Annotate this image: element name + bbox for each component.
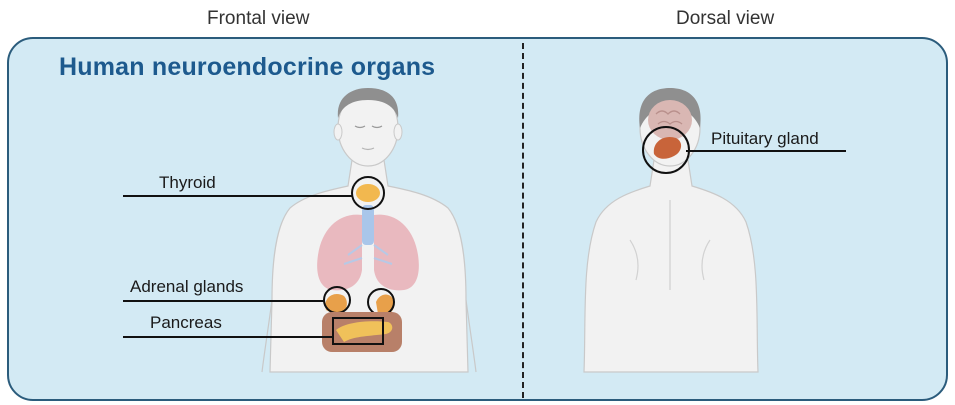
pancreas-label: Pancreas (150, 313, 222, 333)
thyroid-label: Thyroid (159, 173, 216, 193)
adrenal-glands-label: Adrenal glands (130, 277, 243, 297)
pituitary-gland-label: Pituitary gland (711, 129, 819, 149)
pancreas-icon (322, 312, 402, 352)
brain-icon (648, 100, 692, 140)
